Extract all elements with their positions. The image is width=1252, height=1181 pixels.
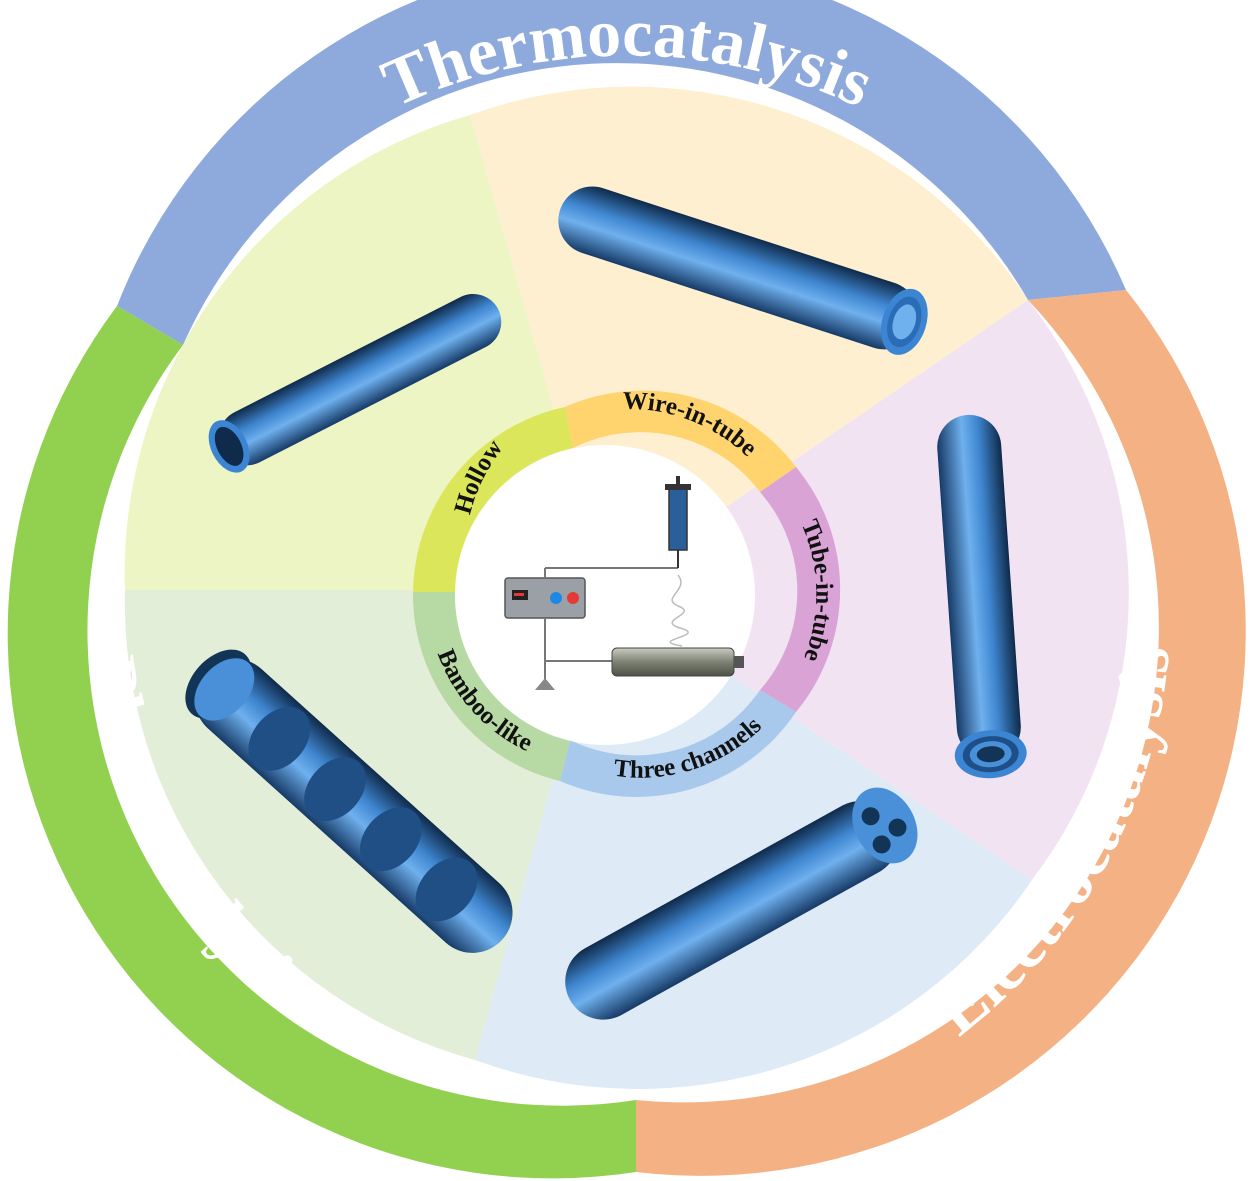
tube-in-tube-illustration — [937, 414, 1027, 779]
three-channels-ring-segment — [560, 690, 796, 797]
photocatalysis-ring-segment — [7, 306, 637, 1179]
center-disc — [455, 445, 755, 745]
thermocatalysis-ring-segment — [117, 0, 1126, 345]
bamboo-like-ring-segment — [412, 592, 570, 781]
wire-in-tube-illustration — [558, 186, 928, 355]
hollow-tube-illustration — [208, 293, 502, 473]
three-channels-tube-illustration — [565, 787, 918, 1020]
wire-in-tube-ring-segment — [565, 390, 796, 492]
hollow-ring-segment — [413, 407, 573, 592]
electrospinning-apparatus-icon — [504, 476, 744, 690]
tube-in-tube-ring-segment — [760, 467, 841, 712]
electrocatalysis-ring-segment — [636, 290, 1246, 1176]
bamboo-like-tube-illustration — [185, 649, 513, 953]
